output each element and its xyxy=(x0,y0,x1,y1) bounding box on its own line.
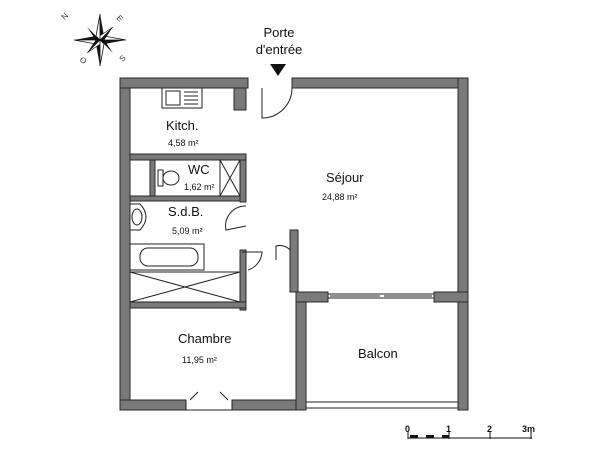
kitchen-sink xyxy=(161,87,203,109)
doors xyxy=(185,87,293,411)
scale-tick-2: 2 xyxy=(487,424,493,434)
scale-tick-1: 1 xyxy=(446,424,452,434)
balcony-window xyxy=(328,293,434,299)
scale-tick-0: 0 xyxy=(405,424,411,434)
entrance-label-line2: d'entrée xyxy=(255,42,303,57)
room-name-balcony: Balcon xyxy=(358,346,398,361)
room-area-wc: 1,62 m² xyxy=(184,182,215,192)
compass-rose-icon xyxy=(73,13,127,67)
room-area-bedroom: 11,95 m² xyxy=(182,355,217,365)
interior-walls xyxy=(129,153,299,311)
wardrobe xyxy=(129,271,241,303)
toilet-fixture xyxy=(157,169,180,187)
entrance-label: Porte d'entrée xyxy=(244,24,314,58)
room-name-living: Séjour xyxy=(326,170,364,185)
room-area-kitchen: 4,58 m² xyxy=(168,138,199,148)
balcony-railing xyxy=(305,401,459,409)
room-area-bathroom: 5,09 m² xyxy=(172,226,203,236)
exterior-walls xyxy=(119,77,469,411)
scale-bar xyxy=(407,431,532,439)
room-name-kitchen: Kitch. xyxy=(166,118,199,133)
room-name-wc: WC xyxy=(188,162,210,177)
room-name-bathroom: S.d.B. xyxy=(168,204,204,219)
room-area-living: 24,88 m² xyxy=(322,192,358,202)
washbasin xyxy=(130,203,147,231)
bathtub xyxy=(129,243,205,271)
entrance-arrow-icon xyxy=(270,64,286,76)
wc-shaft xyxy=(219,159,241,197)
room-name-bedroom: Chambre xyxy=(178,331,232,346)
scale-tick-3: 3m xyxy=(522,424,536,434)
entrance-label-line1: Porte xyxy=(263,25,295,40)
